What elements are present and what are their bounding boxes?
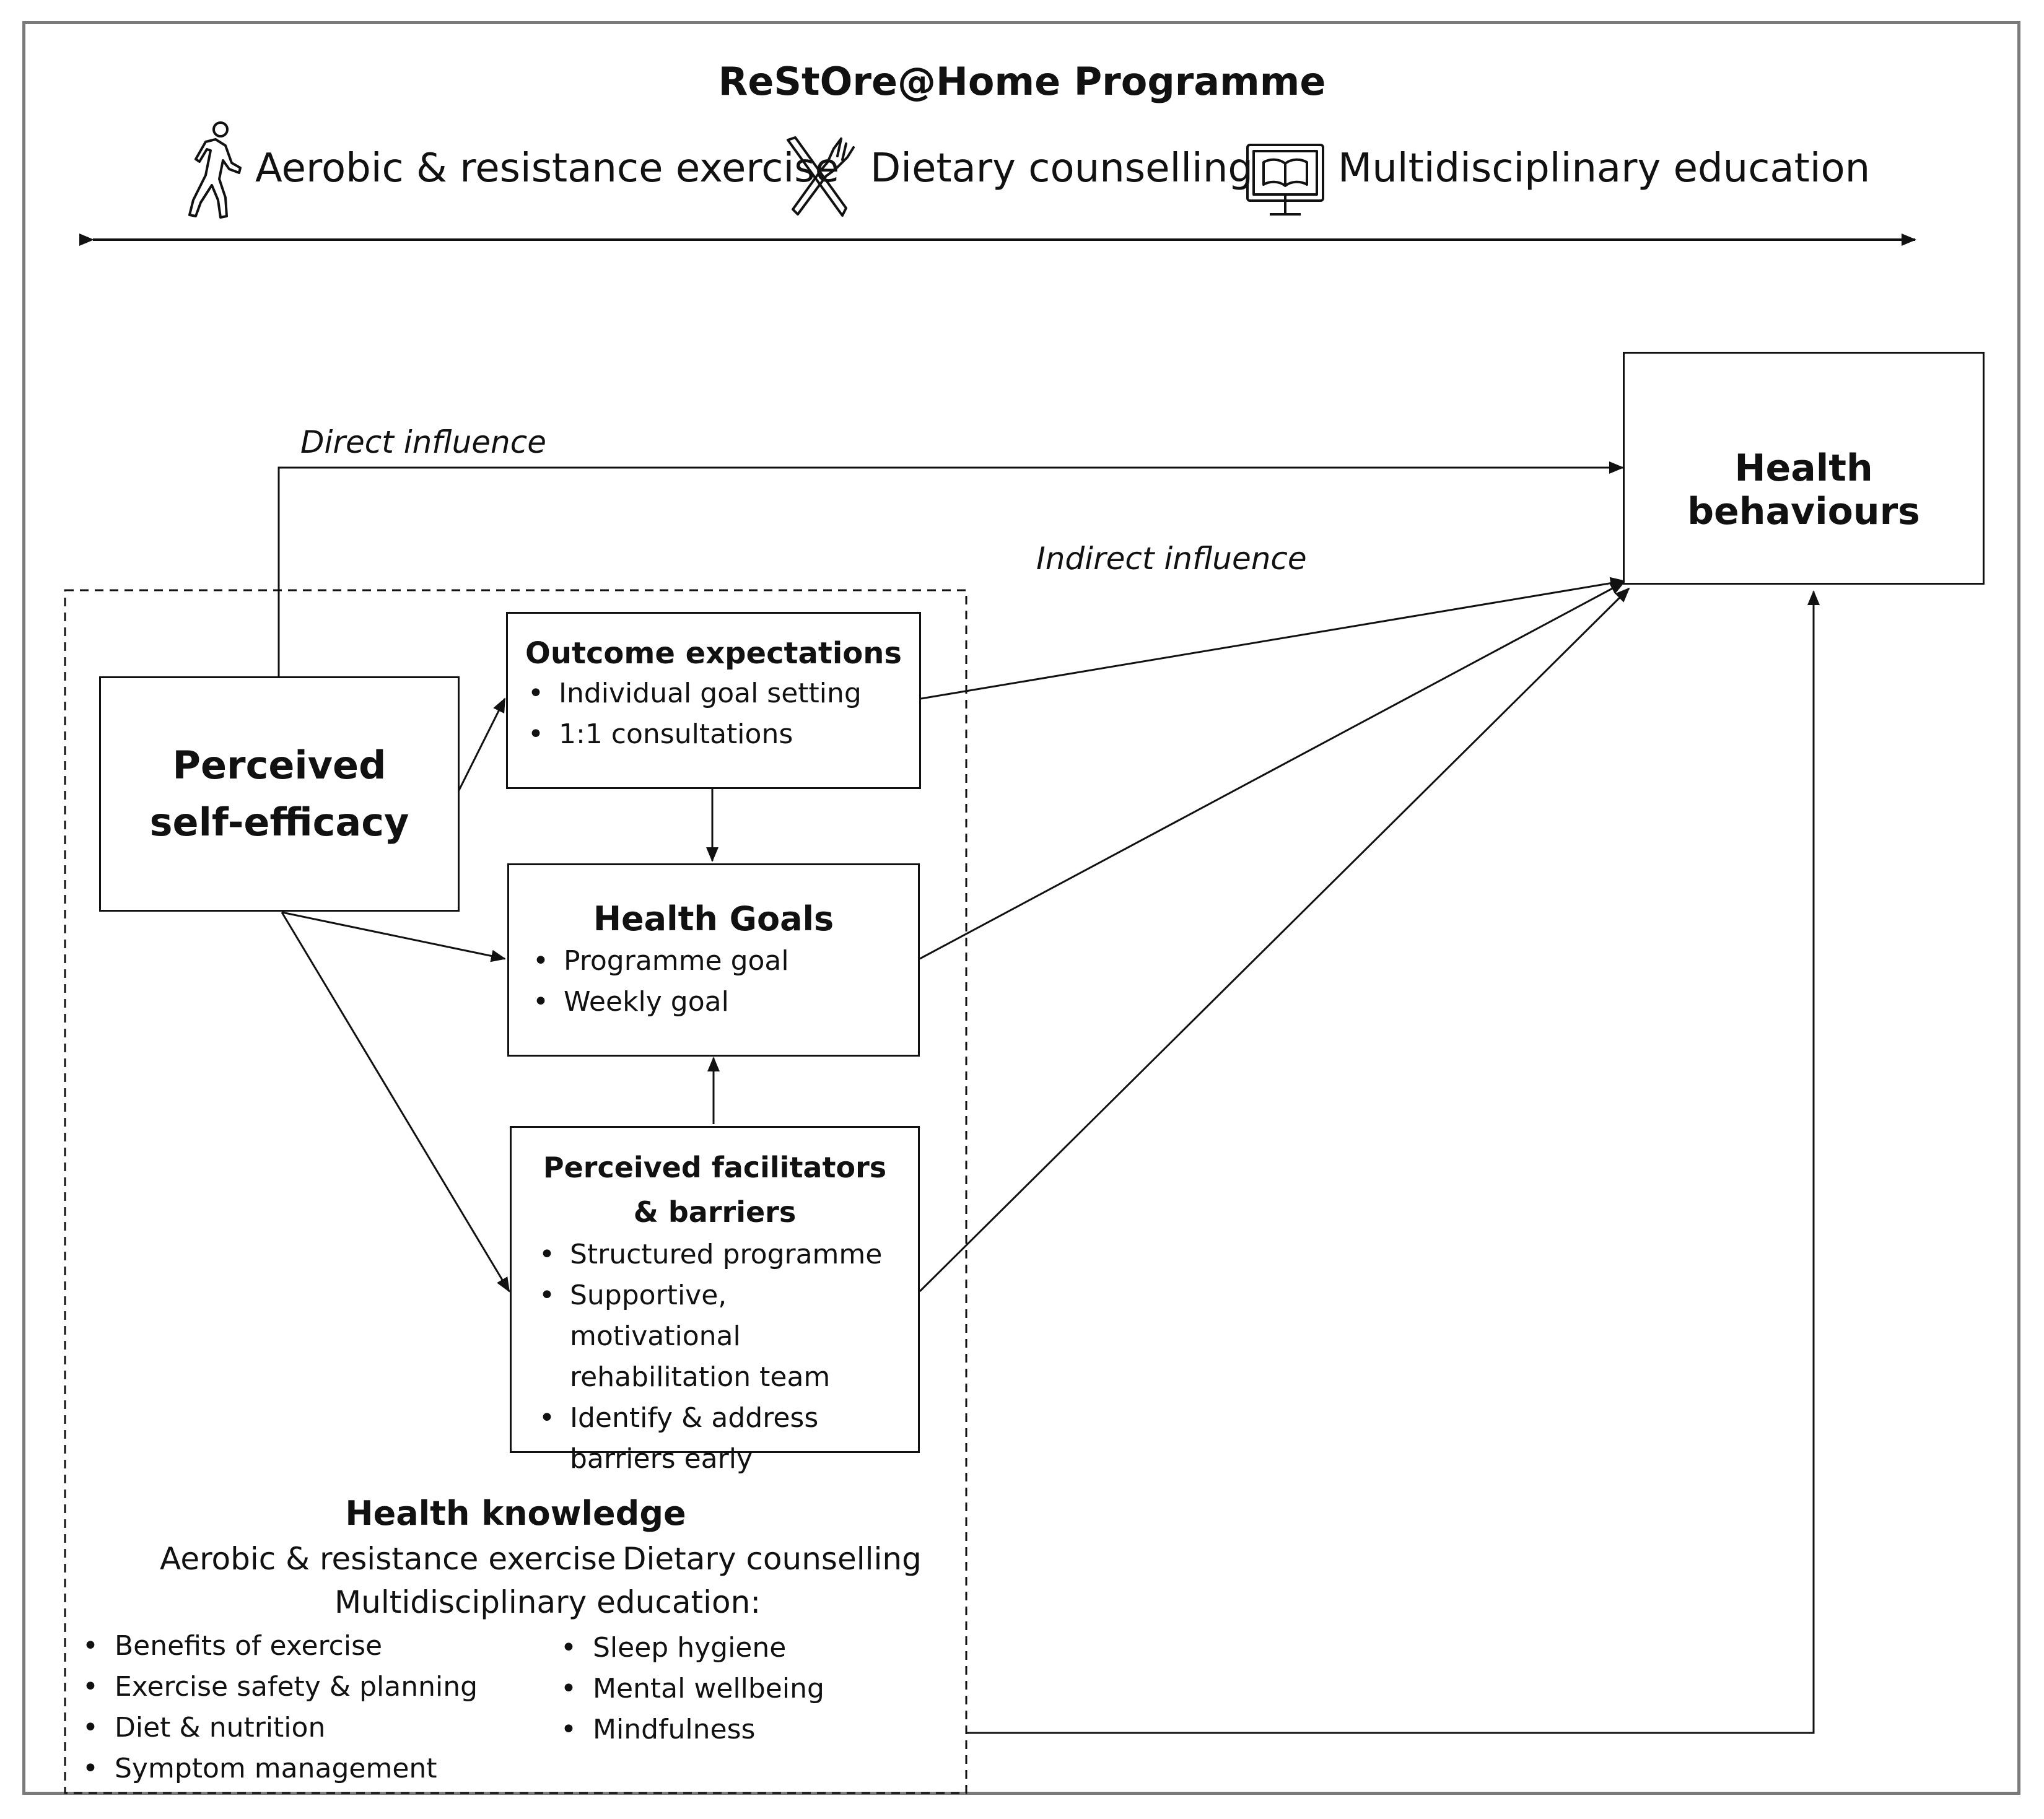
list-item: Diet & nutrition bbox=[77, 1708, 478, 1748]
list-item: Individual goal setting bbox=[515, 673, 919, 714]
list-item: Exercise safety & planning bbox=[77, 1667, 478, 1708]
health-goals-title: Health Goals bbox=[593, 899, 834, 938]
monitor-book-icon bbox=[1246, 144, 1324, 216]
walking-person-icon bbox=[188, 121, 242, 219]
list-item: Weekly goal bbox=[520, 982, 918, 1023]
self-efficacy-title: Perceived self-efficacy bbox=[149, 743, 409, 845]
arrow-self-efficacy-to-facilitators bbox=[281, 912, 510, 1293]
arrow-goals-to-behaviours bbox=[919, 581, 1625, 960]
direct-influence-arrow bbox=[277, 461, 1624, 676]
list-item: Mental wellbeing bbox=[556, 1669, 824, 1709]
component-education-label: Multidisciplinary education bbox=[1338, 146, 1871, 191]
health-behaviours-title: Health behaviours bbox=[1687, 447, 1920, 533]
knowledge-left-list: Benefits of exercise Exercise safety & p… bbox=[77, 1626, 478, 1789]
facilitators-barriers-title: Perceived facilitators & barriers bbox=[543, 1151, 887, 1229]
health-behaviours-box: Health behaviours bbox=[1623, 352, 1985, 585]
arrow-facilitators-to-behaviours bbox=[919, 587, 1630, 1293]
knowledge-dietary-label: Dietary counselling bbox=[622, 1541, 922, 1577]
list-item: Supportive, motivational rehabilitation … bbox=[526, 1275, 892, 1398]
list-item: Identify & address barriers early bbox=[526, 1398, 892, 1480]
list-item: Benefits of exercise bbox=[77, 1626, 478, 1667]
outcome-expectations-box: Outcome expectations Individual goal set… bbox=[506, 612, 921, 789]
arrow-self-efficacy-to-goals bbox=[281, 911, 506, 962]
fork-knife-icon bbox=[787, 136, 855, 217]
list-item: Sleep hygiene bbox=[556, 1628, 824, 1669]
component-dietary-label: Dietary counselling bbox=[870, 146, 1253, 191]
knowledge-exercise-label: Aerobic & resistance exercise bbox=[160, 1541, 616, 1577]
programme-title: ReStOre@Home Programme bbox=[718, 59, 1326, 104]
health-goals-box: Health Goals Programme goal Weekly goal bbox=[507, 863, 920, 1057]
self-efficacy-box: Perceived self-efficacy bbox=[99, 676, 460, 912]
list-item: Structured programme bbox=[526, 1234, 892, 1275]
facilitators-barriers-box: Perceived facilitators & barriers Struct… bbox=[510, 1126, 920, 1475]
knowledge-right-list: Sleep hygiene Mental wellbeing Mindfulne… bbox=[556, 1628, 824, 1750]
list-item: Symptom management bbox=[77, 1748, 478, 1789]
health-knowledge-title: Health knowledge bbox=[345, 1494, 686, 1533]
component-exercise-label: Aerobic & resistance exercise bbox=[255, 146, 839, 191]
list-item: Programme goal bbox=[520, 941, 918, 982]
figure-frame bbox=[22, 21, 2020, 1795]
arrow-self-efficacy-to-outcome bbox=[457, 697, 506, 792]
outcome-expectations-title: Outcome expectations bbox=[525, 636, 902, 671]
indirect-influence-label: Indirect influence bbox=[1036, 541, 1307, 577]
knowledge-education-label: Multidisciplinary education: bbox=[334, 1584, 761, 1620]
list-item: Mindfulness bbox=[556, 1709, 824, 1750]
arrow-knowledge-to-behaviours bbox=[966, 590, 1820, 1734]
health-knowledge-region bbox=[64, 589, 967, 1794]
direct-influence-label: Direct influence bbox=[300, 424, 546, 460]
list-item: 1:1 consultations bbox=[515, 714, 919, 755]
arrow-outcome-to-behaviours bbox=[920, 577, 1625, 700]
